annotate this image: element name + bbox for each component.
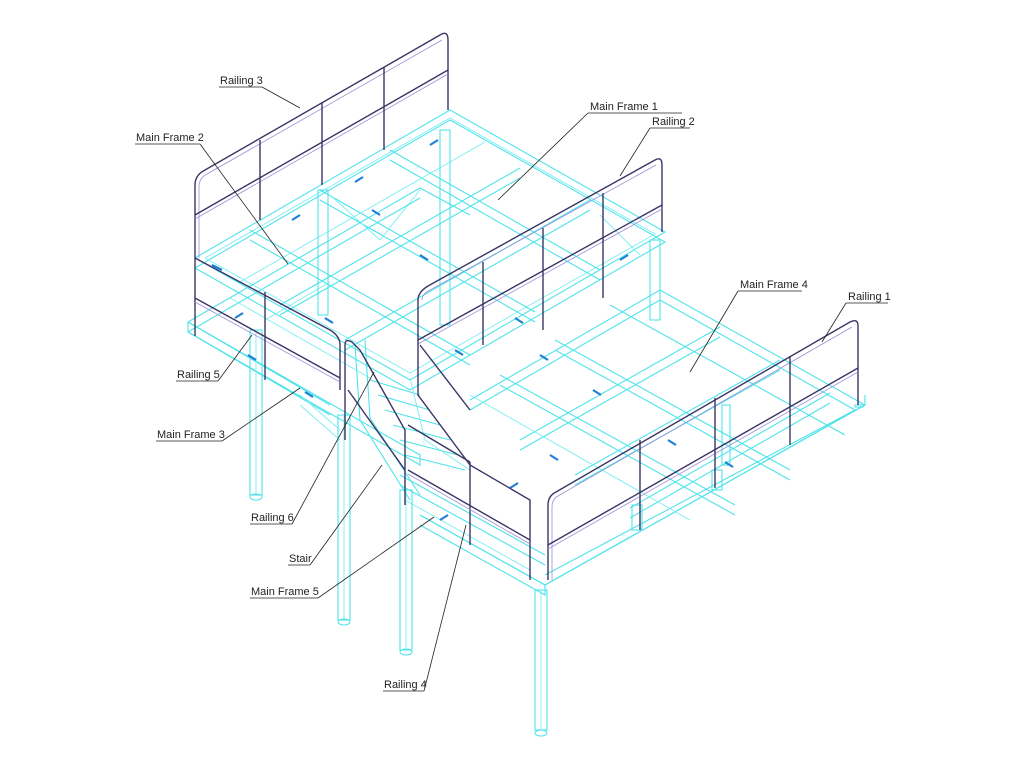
stair — [354, 339, 471, 501]
label-railing-6: Railing 6 — [251, 512, 294, 524]
label-railing-1: Railing 1 — [848, 291, 891, 303]
columns — [249, 129, 864, 737]
callout-labels: Railing 3 Main Frame 2 Main Frame 1 Rail… — [136, 75, 891, 691]
label-railing-2: Railing 2 — [652, 116, 695, 128]
leader-lines — [135, 86, 888, 692]
railing-5 — [194, 257, 341, 390]
railing-1 — [547, 319, 859, 580]
label-main-frame-5: Main Frame 5 — [251, 586, 319, 598]
clips — [211, 139, 734, 521]
label-main-frame-4: Main Frame 4 — [740, 279, 808, 291]
label-main-frame-2: Main Frame 2 — [136, 132, 204, 144]
label-railing-4: Railing 4 — [384, 679, 427, 691]
label-main-frame-1: Main Frame 1 — [590, 101, 658, 113]
main-frame-lower — [187, 187, 867, 596]
railing-2 — [417, 158, 663, 345]
main-frame-upper — [194, 109, 667, 391]
railing-3 — [194, 32, 449, 258]
label-railing-3: Railing 3 — [220, 75, 263, 87]
label-stair: Stair — [289, 553, 312, 565]
label-main-frame-3: Main Frame 3 — [157, 429, 225, 441]
railing-4 — [407, 300, 531, 580]
label-railing-5: Railing 5 — [177, 369, 220, 381]
